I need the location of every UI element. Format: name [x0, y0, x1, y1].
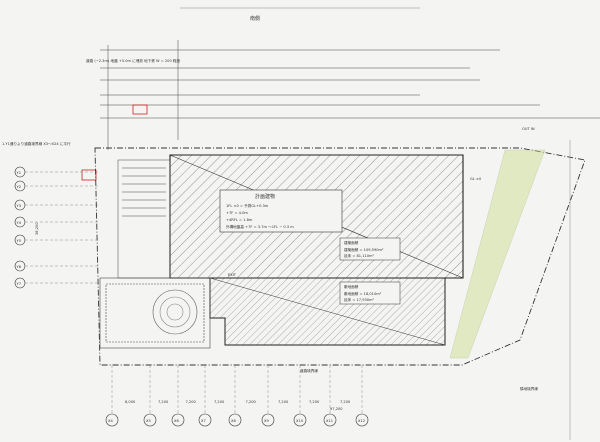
x-total-dimension: 97,200 [330, 407, 343, 411]
x-span-label: 7,200 [278, 400, 289, 404]
exit-label: EXIT [228, 273, 237, 277]
x-grid-label: X6 [174, 419, 179, 423]
left-note: 1.Y1通りより道路境界線 X3〜X24 に平行 [2, 141, 71, 146]
main-building-line-1: 1FL ±0 = 予測GL+0.3m [226, 203, 269, 208]
x-span-dimensions: 8,000 7,200 7,200 7,200 7,200 7,200 7,200 7,200 [125, 400, 351, 404]
main-building-line-3: +4RFL = 1.8m [226, 218, 253, 222]
x-span-label: 7,200 [340, 400, 351, 404]
site-boundary [94, 147, 586, 366]
x-grid-label: X10 [296, 419, 304, 423]
y-grid-label: Y3 [17, 204, 21, 208]
bottom-road-label: 道路境界線 [300, 368, 318, 373]
area-box-2: 敷地面積 敷地面積 = 18,010m² 延床 = 17,930m² [339, 281, 401, 305]
x-grid-bubble [228, 413, 242, 427]
x-span-label: 8,000 [125, 400, 136, 404]
main-building-line-4: 外構地盤高 +7F = 3.7m 〜1FL − 0.3 m [226, 224, 294, 229]
y-grid-label: Y5 [17, 239, 21, 243]
out-in-label: OUT IN [522, 127, 535, 131]
area-box-1: 建築面積 建築面積 = 109,590m² 延床 = 81,110m² [339, 237, 401, 261]
area-box-1-row-2: 延床 = 81,110m² [344, 253, 375, 258]
x-grid-bubble [355, 413, 369, 427]
bottom-right-label: 隣地境界線 [520, 386, 538, 391]
x-grid-bubble [261, 413, 275, 427]
area-box-2-row-2: 延床 = 17,930m² [344, 297, 375, 302]
y-grid-label: Y1 [17, 171, 21, 175]
area-box-1-row-1: 建築面積 = 109,590m² [344, 247, 384, 252]
x-span-label: 7,200 [186, 400, 197, 404]
entry-stairs [117, 159, 171, 279]
y-grid-label: Y4 [17, 221, 22, 225]
x-grid-bubble [171, 413, 185, 427]
main-building-title: 計画建物 [255, 193, 275, 200]
y-grid-label: Y6 [17, 265, 22, 269]
area-box-1-title: 建築面積 [344, 240, 359, 245]
left-total-dimension: 38,200 [35, 222, 39, 235]
x-grid-bubble [323, 413, 337, 427]
x-grid-bubble [143, 413, 157, 427]
x-span-label: 7,200 [214, 400, 225, 404]
x-grid-bubble [105, 413, 119, 427]
main-building-info: 計画建物 1FL ±0 = 予測GL+0.3m +7F = 4.0m +4RFL… [219, 189, 343, 233]
x-grid-label: X9 [264, 419, 269, 423]
x-span-label: 7,200 [309, 400, 320, 404]
top-note: 道路 (−2.3m) 地盤 +5.0m に埋設 地下鉄 W = 200 程度 [86, 58, 180, 63]
x-span-label: 7,200 [158, 400, 169, 404]
area-box-2-title: 敷地面積 [344, 284, 359, 289]
green-road-strip [449, 149, 546, 359]
top-label: 南側 [250, 15, 260, 22]
x-grid-label: X7 [201, 419, 206, 423]
y-grid-label: Y2 [17, 185, 21, 189]
right-level-label: GL ±0 [470, 177, 482, 181]
x-grid-label: X8 [231, 419, 236, 423]
lower-building-block [209, 277, 446, 346]
x-axis-grid-markers: X4 X5 X6 X7 X8 X9 X10 X11 X12 [105, 365, 369, 427]
x-span-label: 7,200 [246, 400, 257, 404]
x-grid-bubble [293, 413, 307, 427]
area-box-2-row-1: 敷地面積 = 18,010m² [344, 291, 382, 296]
x-grid-label: X11 [326, 419, 333, 423]
red-annotation-markers [81, 104, 148, 181]
x-grid-label: X4 [108, 419, 113, 423]
upper-dimension-lines [100, 40, 600, 150]
x-grid-bubble [198, 413, 212, 427]
x-grid-label: X12 [358, 419, 365, 423]
parking-area [99, 277, 211, 349]
main-building-line-2: +7F = 4.0m [226, 211, 248, 215]
y-grid-label: Y7 [17, 282, 21, 286]
x-grid-label: X5 [146, 419, 151, 423]
